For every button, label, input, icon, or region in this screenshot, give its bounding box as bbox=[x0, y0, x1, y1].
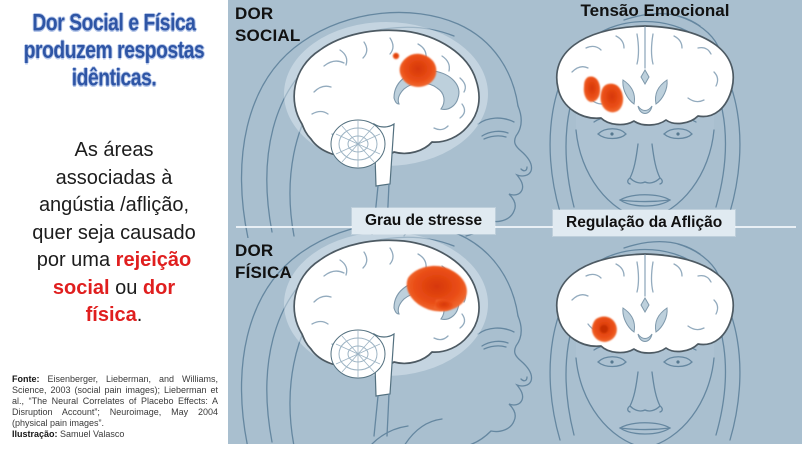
activation-blob-regulation bbox=[591, 316, 617, 342]
source-paragraph: Fonte: Eisenberger, Lieberman, and Willi… bbox=[12, 374, 218, 429]
body-segment: . bbox=[136, 304, 143, 326]
horizontal-divider-line bbox=[236, 226, 796, 228]
source-text: Eisenberger, Lieberman, and Williams, Sc… bbox=[12, 374, 218, 428]
body-segment: As áreas associadas à angústia /aflição,… bbox=[32, 139, 196, 271]
label-grau-de-stresse: Grau de stresse bbox=[352, 208, 496, 234]
source-note: Fonte: Eisenberger, Lieberman, and Willi… bbox=[12, 374, 218, 440]
activation-blob-social bbox=[392, 52, 437, 87]
sagittal-brain-social-illustration bbox=[240, 11, 533, 238]
activation-blobs-tension bbox=[583, 76, 624, 113]
body-emphasis-dor-fisica: dor física bbox=[85, 276, 176, 327]
coronal-face-tension-illustration bbox=[549, 12, 741, 221]
slide-title: Dor Social e Física produzem respostas i… bbox=[23, 9, 205, 92]
label-regulacao-aflicao: Regulação da Aflição bbox=[553, 210, 736, 236]
coronal-face-regulation-illustration bbox=[549, 240, 741, 444]
sagittal-brain-physical-illustration bbox=[240, 221, 533, 444]
illustration-label: Ilustração: bbox=[12, 429, 58, 439]
label-dor-social: DOR SOCIAL bbox=[235, 4, 301, 45]
brain-figure-panel: DOR SOCIAL Tensão Emocional Grau de stre… bbox=[228, 0, 802, 444]
left-text-column: Dor Social e Física produzem respostas i… bbox=[0, 0, 228, 451]
body-segment: ou bbox=[109, 276, 143, 299]
body-text: As áreas associadas à angústia /aflição,… bbox=[0, 137, 228, 330]
illustration-credit: Ilustração: Samuel Valasco bbox=[12, 429, 218, 440]
label-tensao-emocional: Tensão Emocional bbox=[580, 1, 730, 20]
illustration-text: Samuel Valasco bbox=[57, 429, 125, 439]
activation-blob-physical bbox=[406, 265, 467, 312]
source-label: Fonte: bbox=[12, 374, 40, 384]
label-dor-fisica: DOR FÍSICA bbox=[235, 241, 292, 282]
body-emphasis-rejeicao-social: rejeição social bbox=[52, 249, 192, 299]
